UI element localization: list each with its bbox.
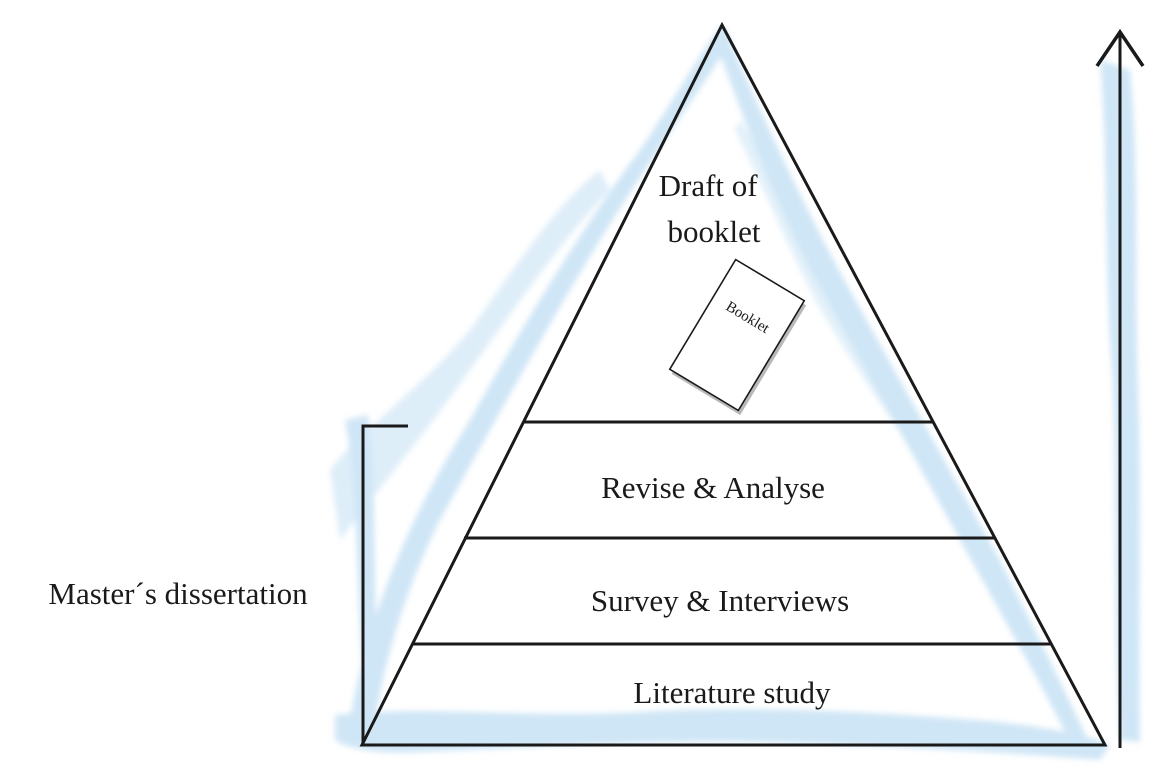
watercolor-right-stroke <box>715 30 1090 752</box>
watercolor-left-wide <box>330 170 610 540</box>
masters-dissertation-label: Master´s dissertation <box>48 576 308 611</box>
booklet-cover <box>668 258 806 412</box>
level-label-survey-interviews: Survey & Interviews <box>591 583 849 618</box>
level-label-literature-study: Literature study <box>633 675 831 710</box>
level-label-revise-analyse: Revise & Analyse <box>601 470 825 505</box>
top-section-label-line-1: Draft of <box>659 168 759 203</box>
up-arrow-icon <box>1095 28 1145 748</box>
watercolor-left-stroke <box>350 25 732 740</box>
top-section-label: Draft of booklet <box>659 168 766 249</box>
booklet-icon: Booklet <box>668 258 807 416</box>
up-arrow-head <box>1095 28 1145 67</box>
top-section-label-line-2: booklet <box>668 214 761 249</box>
dissertation-bracket <box>361 424 408 745</box>
watercolor-right-wide <box>735 120 950 480</box>
watercolor-bottom-stroke <box>335 709 1110 760</box>
pyramid-outline <box>359 21 1108 747</box>
